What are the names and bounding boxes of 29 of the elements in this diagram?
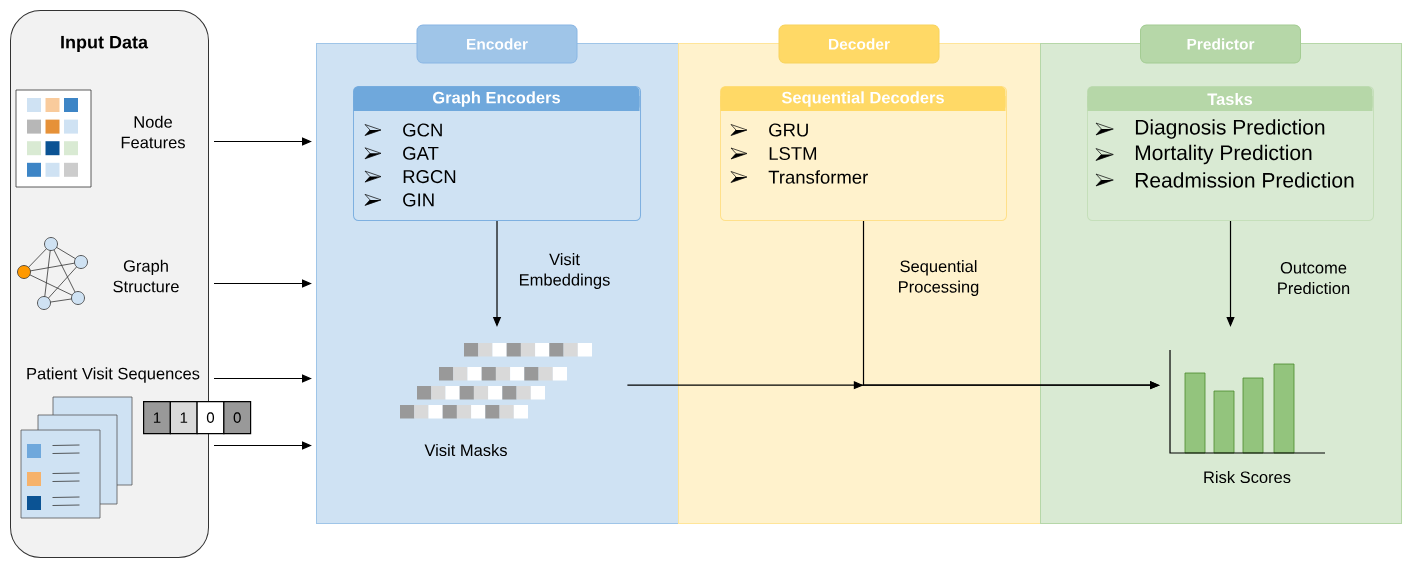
node-label: Risk Scores: [1204, 470, 1291, 484]
input-label: Node Features: [121, 115, 185, 149]
list-item: Diagnosis Prediction: [1135, 119, 1325, 139]
list-item: GCN: [403, 123, 442, 137]
mask-cell: 1: [143, 401, 171, 435]
mask-cell: 1: [169, 401, 198, 435]
list-item: GRU: [769, 123, 808, 137]
list-item: GAT: [403, 146, 439, 160]
list-header: Sequential Decoders: [720, 86, 1006, 111]
header-tab: Encoder: [416, 24, 578, 64]
header-tab: Predictor: [1140, 24, 1301, 64]
header-tab: Decoder: [778, 24, 940, 64]
node-label: Visit Masks: [424, 443, 507, 457]
edge-label: Sequential Processing: [899, 260, 979, 296]
edge-label: Outcome Prediction: [1278, 261, 1350, 295]
list-item: Readmission Prediction: [1135, 172, 1354, 188]
list-item: LSTM: [769, 146, 817, 161]
list-item: RGCN: [403, 170, 456, 184]
mask-cell: 0: [196, 401, 225, 435]
input-label: Graph Structure: [113, 259, 179, 293]
mask-cell: 0: [223, 401, 252, 435]
input-label: Patient Visit Sequences: [27, 367, 200, 383]
list-item: Mortality Prediction: [1135, 144, 1312, 165]
edge-label: Visit Embeddings: [520, 253, 610, 289]
list-item: Transformer: [768, 170, 868, 184]
list-header: Graph Encoders: [353, 86, 640, 111]
panel-title: Input Data: [61, 35, 149, 53]
list-header: Tasks: [1087, 86, 1373, 111]
list-item: GIN: [403, 193, 434, 207]
